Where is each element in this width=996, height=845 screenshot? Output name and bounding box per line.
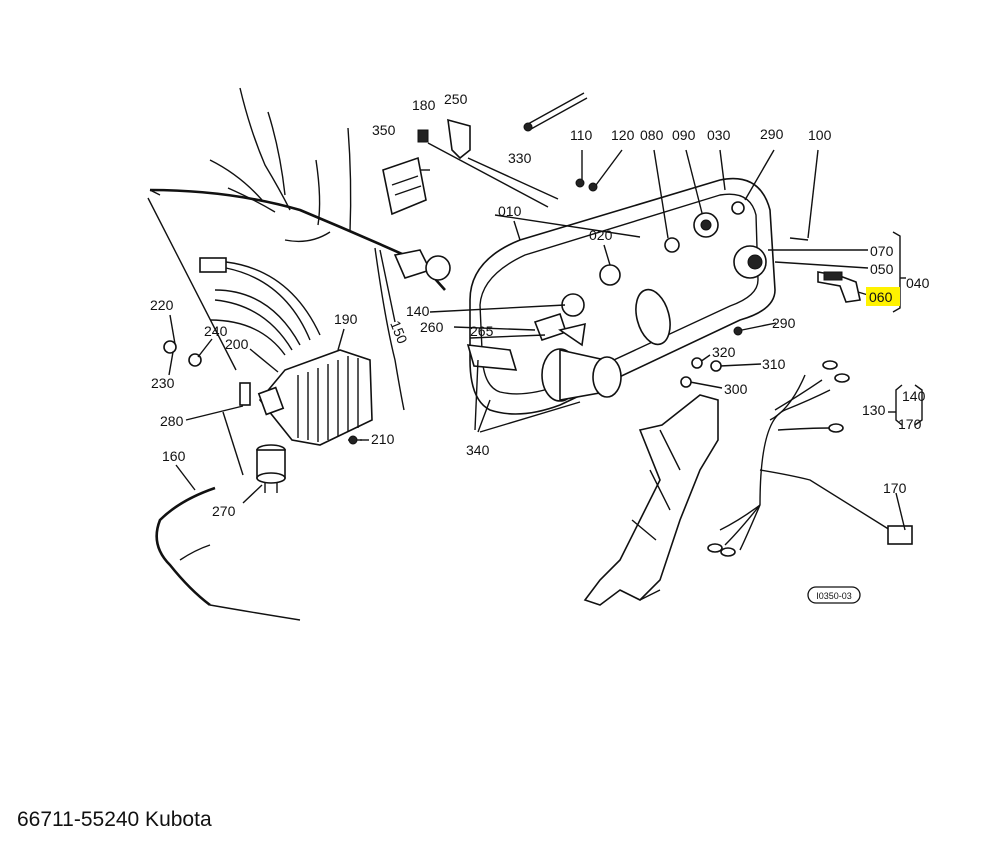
label-100: 100 (808, 127, 832, 143)
label-270: 270 (212, 503, 236, 519)
label-330: 330 (508, 150, 532, 166)
label-140: 140 (406, 303, 430, 319)
label-280: 280 (160, 413, 184, 429)
label-240: 240 (204, 323, 228, 339)
spacer-280 (239, 382, 251, 406)
label-170-right: 170 (898, 416, 922, 432)
label-220: 220 (150, 297, 174, 313)
label-010: 010 (498, 203, 522, 219)
label-120: 120 (611, 127, 635, 143)
indicator-290 (731, 201, 745, 215)
label-300: 300 (724, 381, 748, 397)
part-caption: 66711-55240 Kubota (17, 808, 212, 831)
label-110: 110 (570, 127, 593, 143)
switch-140 (561, 293, 585, 317)
label-350: 350 (372, 122, 396, 138)
label-230: 230 (151, 375, 175, 391)
panel-cutout (635, 288, 671, 346)
label-190: 190 (334, 311, 358, 327)
instrument-panel (466, 177, 776, 415)
highlight-060 (866, 287, 900, 306)
connector-plug (199, 257, 227, 273)
lamp-080 (664, 237, 680, 253)
label-060: 060 (869, 289, 893, 305)
label-170: 170 (883, 480, 907, 496)
label-260: 260 (420, 319, 444, 335)
clip-250 (447, 118, 471, 160)
label-250: 250 (444, 91, 468, 107)
label-265: 265 (470, 323, 494, 339)
fuse-holder-150 (393, 249, 451, 281)
label-160: 160 (162, 448, 186, 464)
figure-code: I0350-03 (816, 591, 852, 601)
label-290-top: 290 (760, 126, 784, 142)
wiring-harness (149, 87, 446, 411)
label-020: 020 (589, 227, 613, 243)
label-340: 340 (466, 442, 490, 458)
label-310: 310 (762, 356, 786, 372)
plate-350 (382, 156, 427, 216)
label-290: 290 (772, 315, 796, 331)
label-080: 080 (640, 127, 664, 143)
leader-lines (147, 142, 923, 531)
regulator-assembly (163, 257, 373, 446)
clip-340 (466, 344, 518, 371)
label-320: 320 (712, 344, 736, 360)
small-parts-top (382, 118, 471, 216)
parts-diagram: 010 020 030 040 050 060 070 080 090 100 … (147, 87, 930, 621)
label-090: 090 (672, 127, 696, 143)
label-050: 050 (870, 261, 894, 277)
label-180: 180 (412, 97, 436, 113)
relay-270 (256, 444, 286, 493)
harness-130 (707, 360, 913, 557)
label-040: 040 (906, 275, 930, 291)
label-140-right: 140 (902, 388, 926, 404)
label-210: 210 (371, 431, 395, 447)
regulator-bracket (257, 386, 285, 416)
panel-housing-030 (469, 177, 776, 415)
lamp-020 (599, 264, 621, 286)
callout-labels: 010 020 030 040 050 060 070 080 090 100 … (150, 91, 930, 519)
label-200: 200 (225, 336, 249, 352)
bolt-330 (523, 92, 588, 132)
lead-wire-160 (155, 486, 301, 621)
regulator-body (258, 349, 373, 446)
key-060 (817, 271, 861, 303)
figure-code-badge: I0350-03 (807, 586, 861, 604)
bolt-210 (348, 435, 358, 445)
label-130: 130 (862, 402, 886, 418)
connector-170 (887, 525, 913, 545)
screw-180 (417, 129, 429, 143)
mounting-bracket (583, 394, 719, 606)
nut-220 (163, 340, 177, 354)
label-030: 030 (707, 127, 731, 143)
label-070: 070 (870, 243, 894, 259)
